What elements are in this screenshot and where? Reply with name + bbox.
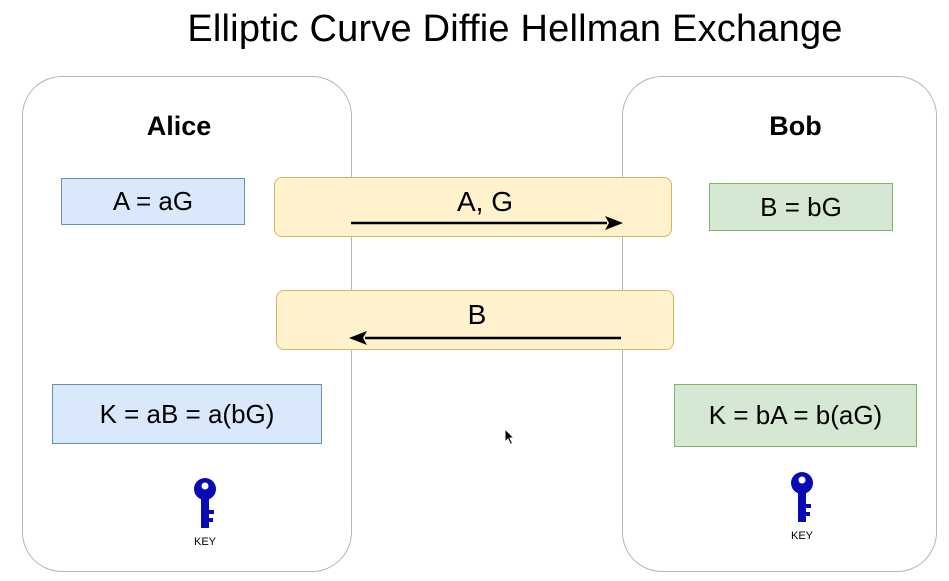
message-to-alice: B bbox=[276, 290, 674, 350]
diagram-title: Elliptic Curve Diffie Hellman Exchange bbox=[187, 8, 843, 50]
bob-shared-key-box: K = bA = b(aG) bbox=[674, 384, 917, 447]
mouse-cursor-icon bbox=[504, 428, 516, 446]
alice-key-label: KEY bbox=[193, 536, 216, 548]
bob-name: Bob bbox=[769, 111, 822, 141]
message-to-alice-label: B bbox=[467, 299, 487, 330]
bob-key-label: KEY bbox=[790, 530, 813, 542]
message-to-bob-label: A, G bbox=[456, 186, 513, 217]
alice-shared-key-box: K = aB = a(bG) bbox=[52, 384, 322, 444]
alice-name: Alice bbox=[146, 111, 212, 141]
key-icon bbox=[791, 472, 813, 522]
alice-public-key-box: A = aG bbox=[61, 178, 245, 225]
arrow-right-icon bbox=[351, 216, 623, 230]
message-to-bob: A, G bbox=[274, 177, 672, 237]
arrow-left-icon bbox=[349, 331, 621, 345]
bob-panel: Bob B = bG K = bA = b(aG) KEY bbox=[622, 76, 937, 572]
key-icon bbox=[194, 478, 216, 528]
bob-public-key-box: B = bG bbox=[709, 183, 893, 231]
